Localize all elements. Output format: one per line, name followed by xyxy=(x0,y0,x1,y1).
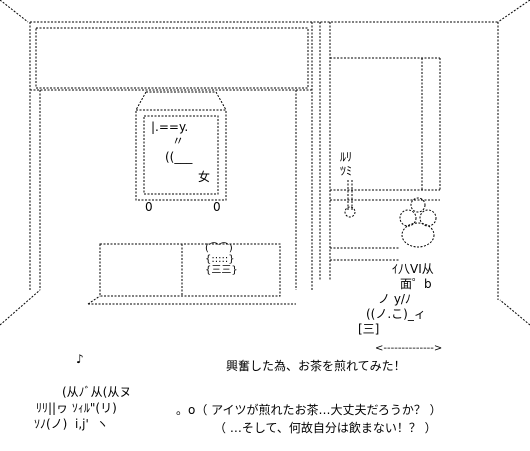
tea-tray: (⌒⌒) {:::::} {三三} xyxy=(205,243,238,276)
watchers-line-1: (从ﾉﾞ从(从ヌ xyxy=(62,385,132,399)
music-note: ♪ xyxy=(76,352,84,366)
cook-line-4: ((ノ.こ)_ィ xyxy=(366,307,426,321)
scroll-pin-left: 0 xyxy=(145,200,153,214)
hanging-scroll xyxy=(135,91,227,201)
cook-line-5: [三] xyxy=(358,322,380,336)
watchers-line-3: ｿﾉ(ノ) i,j' ヽ xyxy=(34,417,109,431)
cook-line-1: ｲ八VI从 xyxy=(392,262,434,276)
scroll-line-3: ((___ xyxy=(165,150,193,164)
scroll-pin-right: 0 xyxy=(213,200,221,214)
cook-line-3: ノ y/ﾉ xyxy=(378,292,411,306)
floor-cabinet xyxy=(87,243,296,305)
speech-line-1: 。o（ アイツが煎れたお茶…大丈夫だろうか？ ） xyxy=(176,403,442,417)
shelf-frame xyxy=(319,22,499,300)
alcove-frame xyxy=(29,21,498,290)
caption: 興奮した為、お茶を煎れてみた！ xyxy=(226,359,406,373)
watchers-line-2: ﾘﾘ||ヮ ｿｨﾙ"(リ) xyxy=(36,401,117,415)
cook-line-2: 面゜b xyxy=(400,277,432,291)
kettle-outline xyxy=(344,180,356,218)
cook-silhouette xyxy=(399,197,437,248)
speech-line-2: （ …そして、何故自分は飲まない！？ ） xyxy=(214,421,437,435)
scroll-line-2: 〃 xyxy=(172,134,185,148)
arrow-art: <--------------> xyxy=(375,343,443,354)
kettle-label: ﾙﾘ ﾂﾐ xyxy=(340,150,353,178)
room-corners xyxy=(0,0,530,326)
scroll-line-1: |.==y. xyxy=(151,120,189,134)
scroll-line-4: 女 xyxy=(198,170,211,184)
